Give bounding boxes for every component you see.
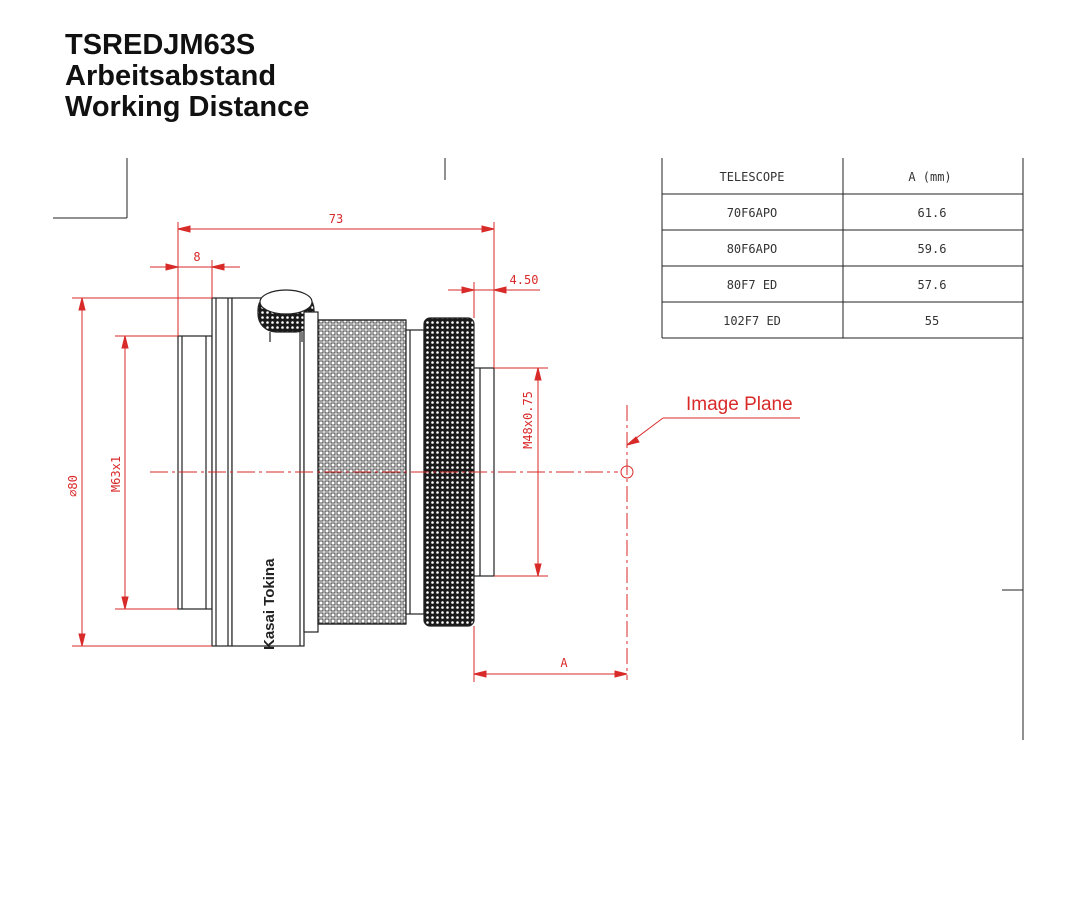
title-model: TSREDJM63S <box>65 29 256 61</box>
dim-flange-width-label: 8 <box>193 250 200 264</box>
table-cell-a: 61.6 <box>918 206 947 220</box>
adapter-body <box>177 289 495 647</box>
dim-flange-width <box>150 260 240 298</box>
title-english: Working Distance <box>65 91 310 123</box>
dim-rear-offset <box>448 282 540 318</box>
dim-working-distance <box>473 626 628 682</box>
dim-outer-diameter <box>72 297 212 647</box>
dim-outer-diameter-label: ⌀80 <box>66 475 80 497</box>
image-plane-label: Image Plane <box>686 394 793 415</box>
title-german: Arbeitsabstand <box>65 60 277 92</box>
table-header-a-mm: A (mm) <box>908 170 951 184</box>
brand-mark: Kasai Tokina <box>261 558 278 650</box>
dim-rear-thread <box>494 367 548 577</box>
table-cell-a: 55 <box>925 314 939 328</box>
dim-overall-length-label: 73 <box>329 212 343 226</box>
table-cell-telescope: 70F6APO <box>727 206 778 220</box>
dim-rear-thread-label: M48x0.75 <box>521 391 535 449</box>
table-cell-telescope: 80F7 ED <box>727 278 778 292</box>
image-plane <box>620 405 800 680</box>
table-cell-telescope: 102F7 ED <box>723 314 781 328</box>
dim-rear-offset-label: 4.50 <box>510 273 539 287</box>
table-header-telescope: TELESCOPE <box>719 170 784 184</box>
dim-front-thread <box>115 335 178 610</box>
table-cell-a: 57.6 <box>918 278 947 292</box>
dim-front-thread-label: M63x1 <box>109 456 123 492</box>
working-distance-table: TELESCOPE A (mm) 70F6APO 61.6 80F6APO 59… <box>661 158 1024 339</box>
title-block: TSREDJM63S Arbeitsabstand Working Distan… <box>65 30 309 123</box>
table-cell-telescope: 80F6APO <box>727 242 778 256</box>
dim-overall-length <box>177 222 495 368</box>
dim-working-distance-label: A <box>560 656 568 670</box>
drawing-frame <box>53 158 1024 740</box>
table-cell-a: 59.6 <box>918 242 947 256</box>
